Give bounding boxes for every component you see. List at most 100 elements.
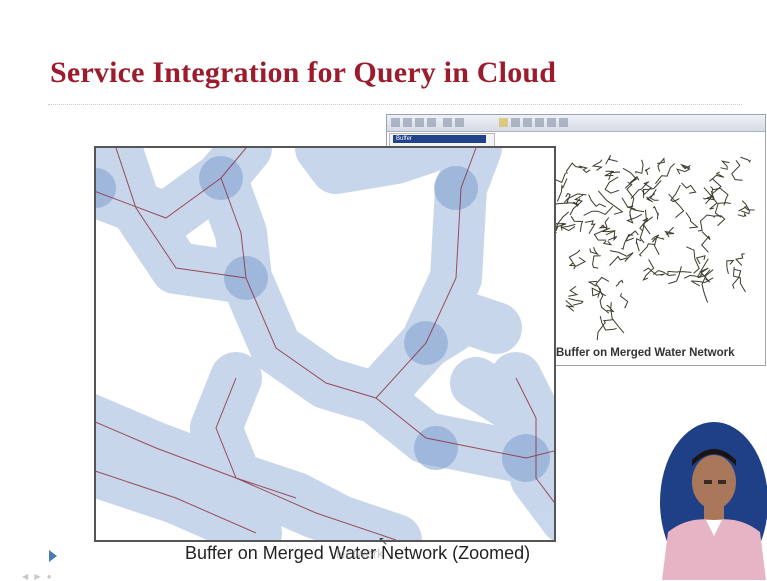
toc-layer-item[interactable]: Buffer: [393, 135, 486, 143]
overview-stream-line: [593, 227, 611, 241]
buffer-map-canvas: [96, 148, 554, 540]
overview-stream-line: [732, 266, 746, 293]
overview-stream-line: [676, 165, 691, 175]
overview-stream-line: [597, 190, 624, 215]
overview-stream-line: [726, 259, 735, 275]
toolbar-icon[interactable]: [443, 118, 452, 127]
overview-stream-line: [732, 268, 742, 289]
overview-stream-line: [644, 167, 651, 175]
stream-lines: [96, 148, 554, 540]
overview-stream-line: [679, 163, 691, 170]
overview-network-map: [552, 154, 755, 341]
overview-stream-line: [588, 194, 607, 208]
overview-stream-line: [610, 302, 625, 334]
toolbar-icon[interactable]: [455, 118, 464, 127]
overview-stream-line: [566, 162, 583, 174]
overview-stream-line: [595, 276, 610, 298]
overview-stream-line: [741, 200, 750, 215]
overview-stream-line: [563, 193, 587, 203]
toolbar-icon[interactable]: [391, 118, 400, 127]
mouse-cursor-icon: ↖: [378, 534, 389, 548]
overview-stream-line: [570, 216, 584, 232]
overview-stream-line: [681, 182, 697, 194]
overview-stream-line: [642, 259, 655, 281]
overview-stream-line: [629, 175, 640, 184]
overview-stream-line: [715, 171, 725, 178]
overview-stream-line: [626, 206, 645, 213]
overview-stream-line: [668, 193, 685, 218]
overview-stream-line: [649, 188, 659, 201]
overview-stream-line: [605, 154, 618, 165]
overview-stream-line: [635, 159, 644, 174]
overview-stream-line: [638, 243, 656, 257]
overview-stream-line: [568, 297, 584, 306]
overview-stream-line: [598, 217, 610, 229]
overview-stream-line: [588, 280, 598, 287]
overview-stream-line: [596, 319, 613, 341]
overview-stream-line: [664, 226, 675, 238]
overview-stream-line: [714, 202, 731, 218]
overview-stream-line: [701, 269, 714, 303]
overview-stream-line: [620, 293, 629, 309]
overview-stream-line: [568, 256, 586, 267]
overview-stream-line: [568, 249, 581, 270]
overview-stream-line: [653, 236, 665, 255]
overview-caption: Buffer on Merged Water Network: [556, 347, 735, 359]
overview-stream-line: [703, 187, 718, 210]
overview-stream-line: [641, 181, 652, 195]
overview-stream-line: [690, 277, 714, 287]
overview-stream-line: [735, 253, 745, 266]
overview-stream-line: [713, 215, 726, 227]
overview-stream-line: [635, 238, 642, 252]
toolbar-icon[interactable]: [535, 118, 544, 127]
toolbar-icon[interactable]: [427, 118, 436, 127]
overview-stream-line: [630, 181, 649, 200]
overview-stream-line: [651, 234, 660, 243]
overview-stream-line: [709, 174, 722, 195]
overview-stream-line: [646, 193, 656, 203]
overview-stream-line: [738, 206, 755, 212]
overview-stream-line: [578, 165, 591, 174]
overview-stream-line: [639, 216, 654, 244]
toolbar-icon[interactable]: [511, 118, 520, 127]
overview-stream-line: [583, 205, 614, 216]
overview-stream-line: [621, 234, 634, 251]
overview-stream-line: [569, 194, 584, 216]
slide-nav-controls[interactable]: ◀ ▶ ●: [22, 572, 54, 581]
toolbar-icon[interactable]: [547, 118, 556, 127]
overview-stream-line: [670, 184, 681, 203]
overview-stream-line: [602, 240, 613, 246]
overview-stream-line: [667, 270, 692, 275]
overview-stream-line: [683, 258, 709, 279]
overview-stream-line: [621, 197, 634, 220]
overview-stream-line: [657, 157, 665, 172]
overview-stream-line: [599, 315, 617, 331]
toolbar-icon[interactable]: [415, 118, 424, 127]
overview-stream-line: [584, 220, 596, 234]
overview-stream-line: [641, 217, 651, 235]
overview-stream-line: [591, 159, 603, 171]
overview-stream-line: [686, 246, 700, 274]
ghost-caption: Network: [336, 546, 384, 561]
play-arrow-icon[interactable]: [49, 550, 57, 562]
overview-stream-line: [652, 269, 676, 277]
zoomed-buffer-map[interactable]: [94, 146, 556, 542]
overview-stream-line: [737, 212, 747, 217]
toolbar-icon[interactable]: [559, 118, 568, 127]
gis-toolbar: [387, 115, 765, 132]
buffer-zones: [96, 148, 554, 540]
overview-stream-line: [615, 279, 624, 287]
overview-stream-line: [655, 163, 676, 185]
slide-title: Service Integration for Query in Cloud: [50, 56, 557, 89]
presenter-video: [658, 422, 767, 580]
overview-stream-line: [652, 205, 659, 220]
zoomed-caption: Buffer on Merged Water Network (Zoomed): [185, 543, 531, 563]
overview-stream-line: [592, 255, 601, 269]
toolbar-icon[interactable]: [403, 118, 412, 127]
overview-stream-line: [701, 231, 711, 253]
toolbar-icon[interactable]: [523, 118, 532, 127]
toolbar-icon[interactable]: [499, 118, 508, 127]
overview-stream-line: [589, 247, 600, 256]
title-divider: [48, 104, 742, 105]
overview-stream-line: [605, 229, 618, 242]
